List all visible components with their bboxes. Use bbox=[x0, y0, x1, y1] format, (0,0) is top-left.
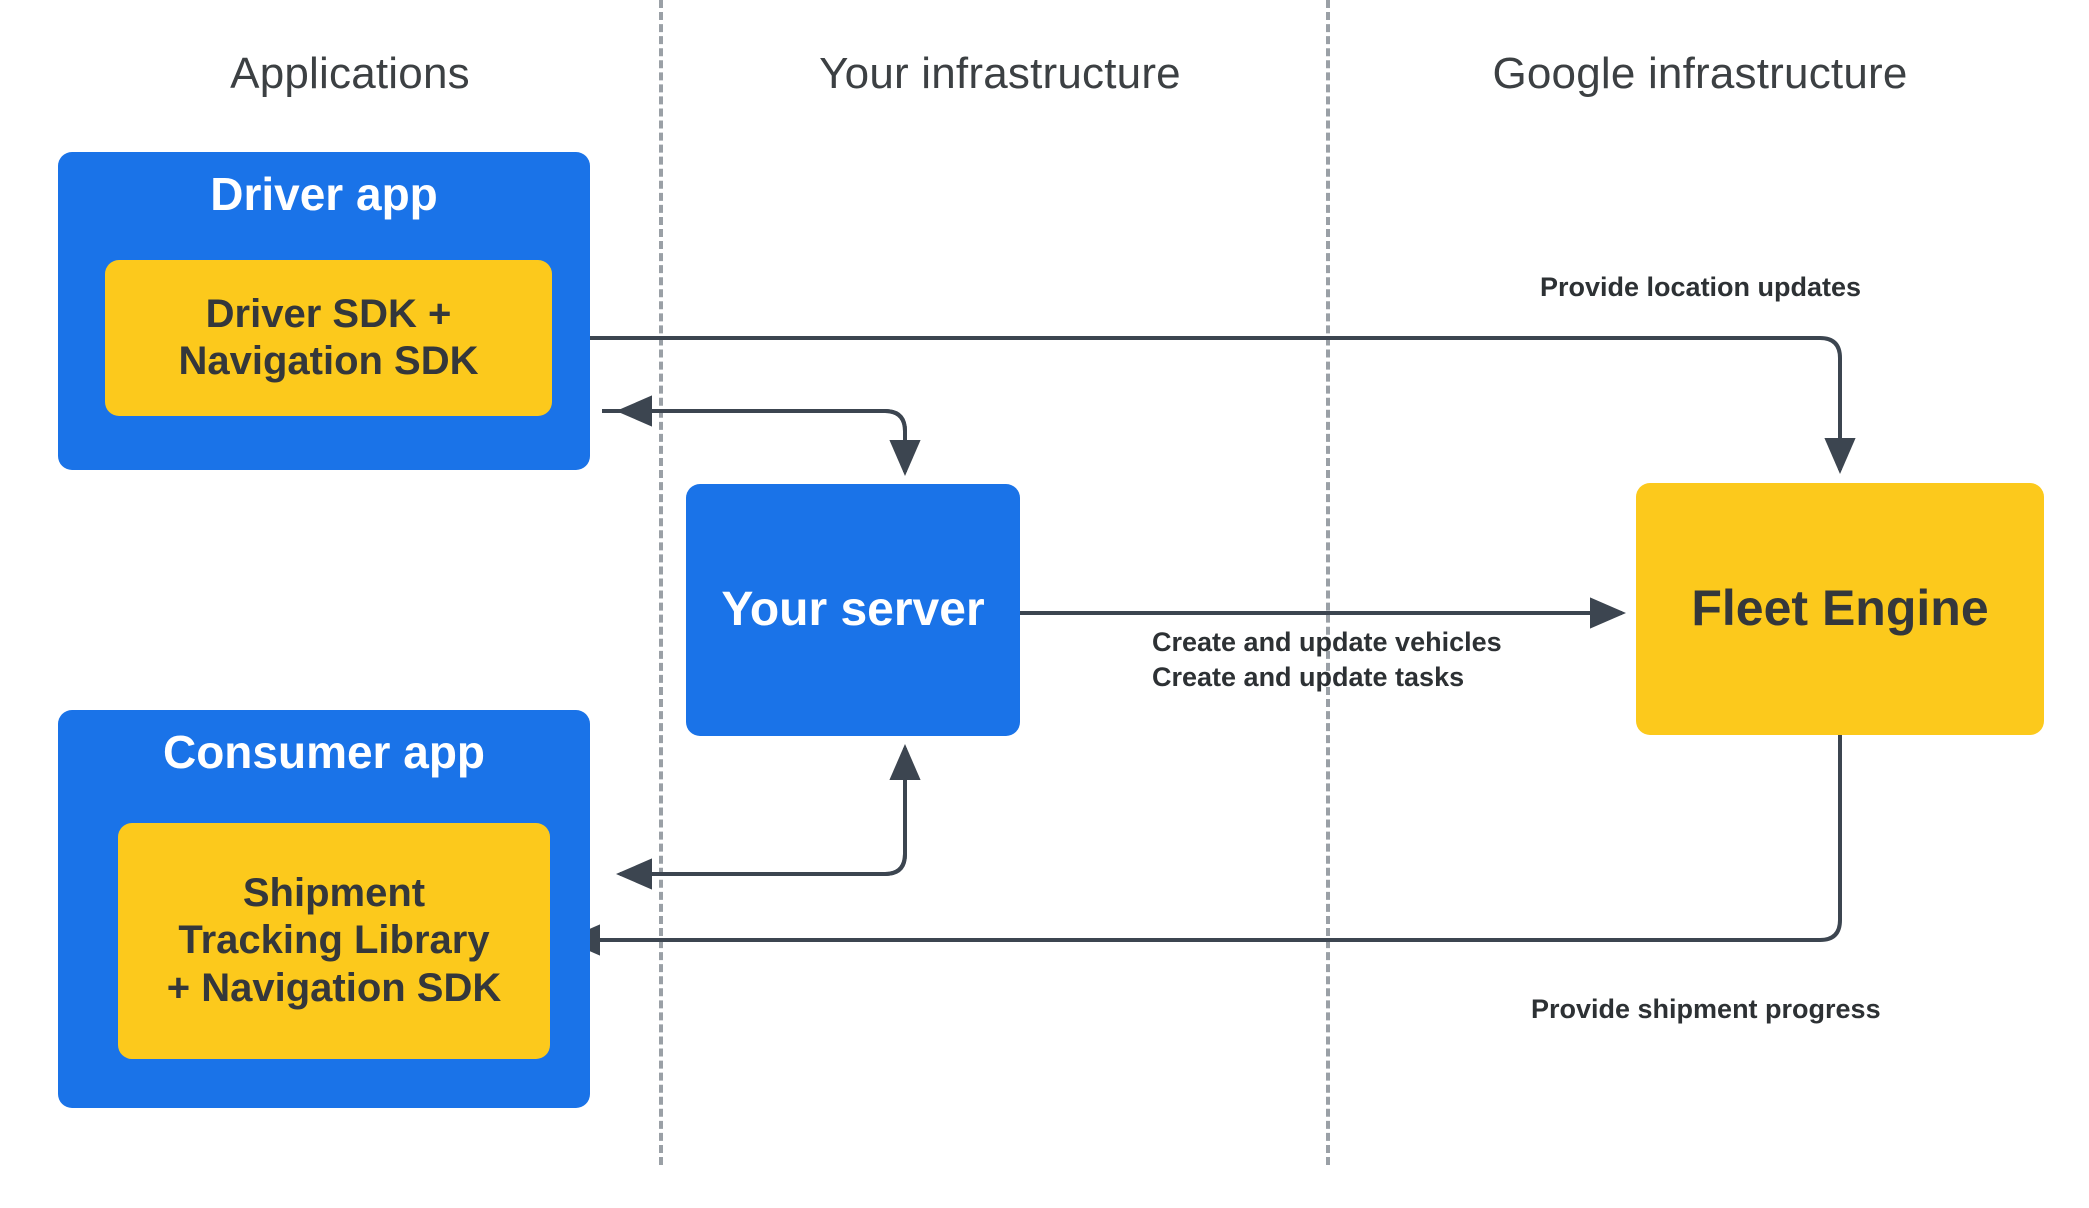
node-driver-sdk-line1: Driver SDK + bbox=[205, 291, 452, 336]
node-driver-sdk-label: Driver SDK + Navigation SDK bbox=[170, 291, 486, 385]
node-your-server[interactable]: Your server bbox=[686, 484, 1020, 736]
column-header-applications: Applications bbox=[230, 49, 470, 98]
node-shipment-sdk-label: Shipment Tracking Library + Navigation S… bbox=[159, 870, 510, 1012]
node-fleet-engine-label: Fleet Engine bbox=[1691, 580, 1989, 637]
column-divider-left bbox=[659, 0, 663, 1165]
node-shipment-tracking-library[interactable]: Shipment Tracking Library + Navigation S… bbox=[118, 823, 550, 1059]
column-divider-right bbox=[1326, 0, 1330, 1165]
node-fleet-engine[interactable]: Fleet Engine bbox=[1636, 483, 2044, 735]
edge-label-provide-location-updates: Provide location updates bbox=[1540, 272, 1862, 302]
node-shipment-sdk-line1: Shipment bbox=[242, 871, 426, 916]
edge-label-create-and-update: Create and update vehicles Create and up… bbox=[1152, 625, 1502, 694]
edge-label-create-update-tasks: Create and update tasks bbox=[1152, 661, 1465, 692]
node-driver-sdk[interactable]: Driver SDK + Navigation SDK bbox=[105, 260, 552, 416]
node-shipment-sdk-line3: + Navigation SDK bbox=[166, 965, 502, 1010]
edge-provide-location-updates bbox=[568, 336, 1856, 474]
column-header-your-infrastructure: Your infrastructure bbox=[819, 49, 1181, 98]
node-shipment-sdk-line2: Tracking Library bbox=[178, 918, 490, 963]
column-header-google-infrastructure: Google infrastructure bbox=[1492, 49, 1908, 98]
edge-server-driver-app bbox=[602, 395, 921, 476]
node-driver-app-label: Driver app bbox=[210, 168, 438, 220]
edge-label-create-update-vehicles: Create and update vehicles bbox=[1152, 627, 1502, 657]
node-consumer-app-label: Consumer app bbox=[162, 726, 486, 778]
edge-label-provide-shipment-progress: Provide shipment progress bbox=[1531, 994, 1881, 1024]
node-your-server-label: Your server bbox=[721, 583, 985, 637]
edge-provide-shipment-progress bbox=[564, 735, 1842, 956]
node-driver-sdk-line2: Navigation SDK bbox=[178, 339, 479, 383]
